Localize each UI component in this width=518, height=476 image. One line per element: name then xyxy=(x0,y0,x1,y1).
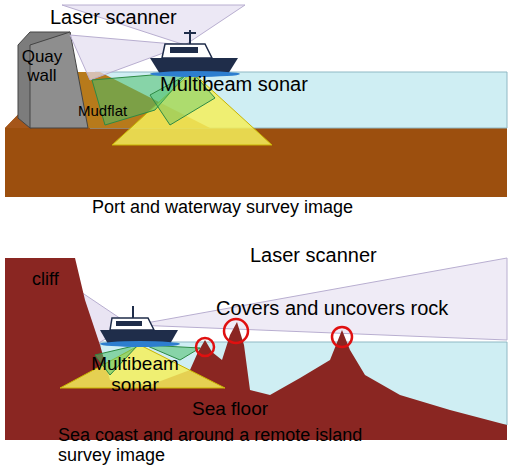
sea-floor xyxy=(5,258,507,440)
callout-label: Covers and uncovers rock xyxy=(216,297,506,319)
survey-boat xyxy=(150,30,240,77)
panel-caption: Sea coast and around a remote island sur… xyxy=(58,426,408,466)
area-label: Mudflat xyxy=(78,103,158,120)
structure-label: cliff xyxy=(32,270,92,290)
laser-beam xyxy=(135,258,507,340)
beam-label: Multibeam sonar xyxy=(160,73,340,95)
beam-label: Laser scanner xyxy=(250,244,430,266)
beam-label: Multibeam sonar xyxy=(75,354,195,396)
beam-label: Laser scanner xyxy=(50,6,220,28)
area-label: Sea floor xyxy=(192,399,312,420)
rock-marker xyxy=(332,327,352,347)
rock-marker xyxy=(224,319,248,343)
rock-marker xyxy=(196,338,214,356)
survey-boat xyxy=(100,306,180,347)
structure-label: Quay wall xyxy=(14,48,70,85)
panel-caption: Port and waterway survey image xyxy=(92,198,492,218)
